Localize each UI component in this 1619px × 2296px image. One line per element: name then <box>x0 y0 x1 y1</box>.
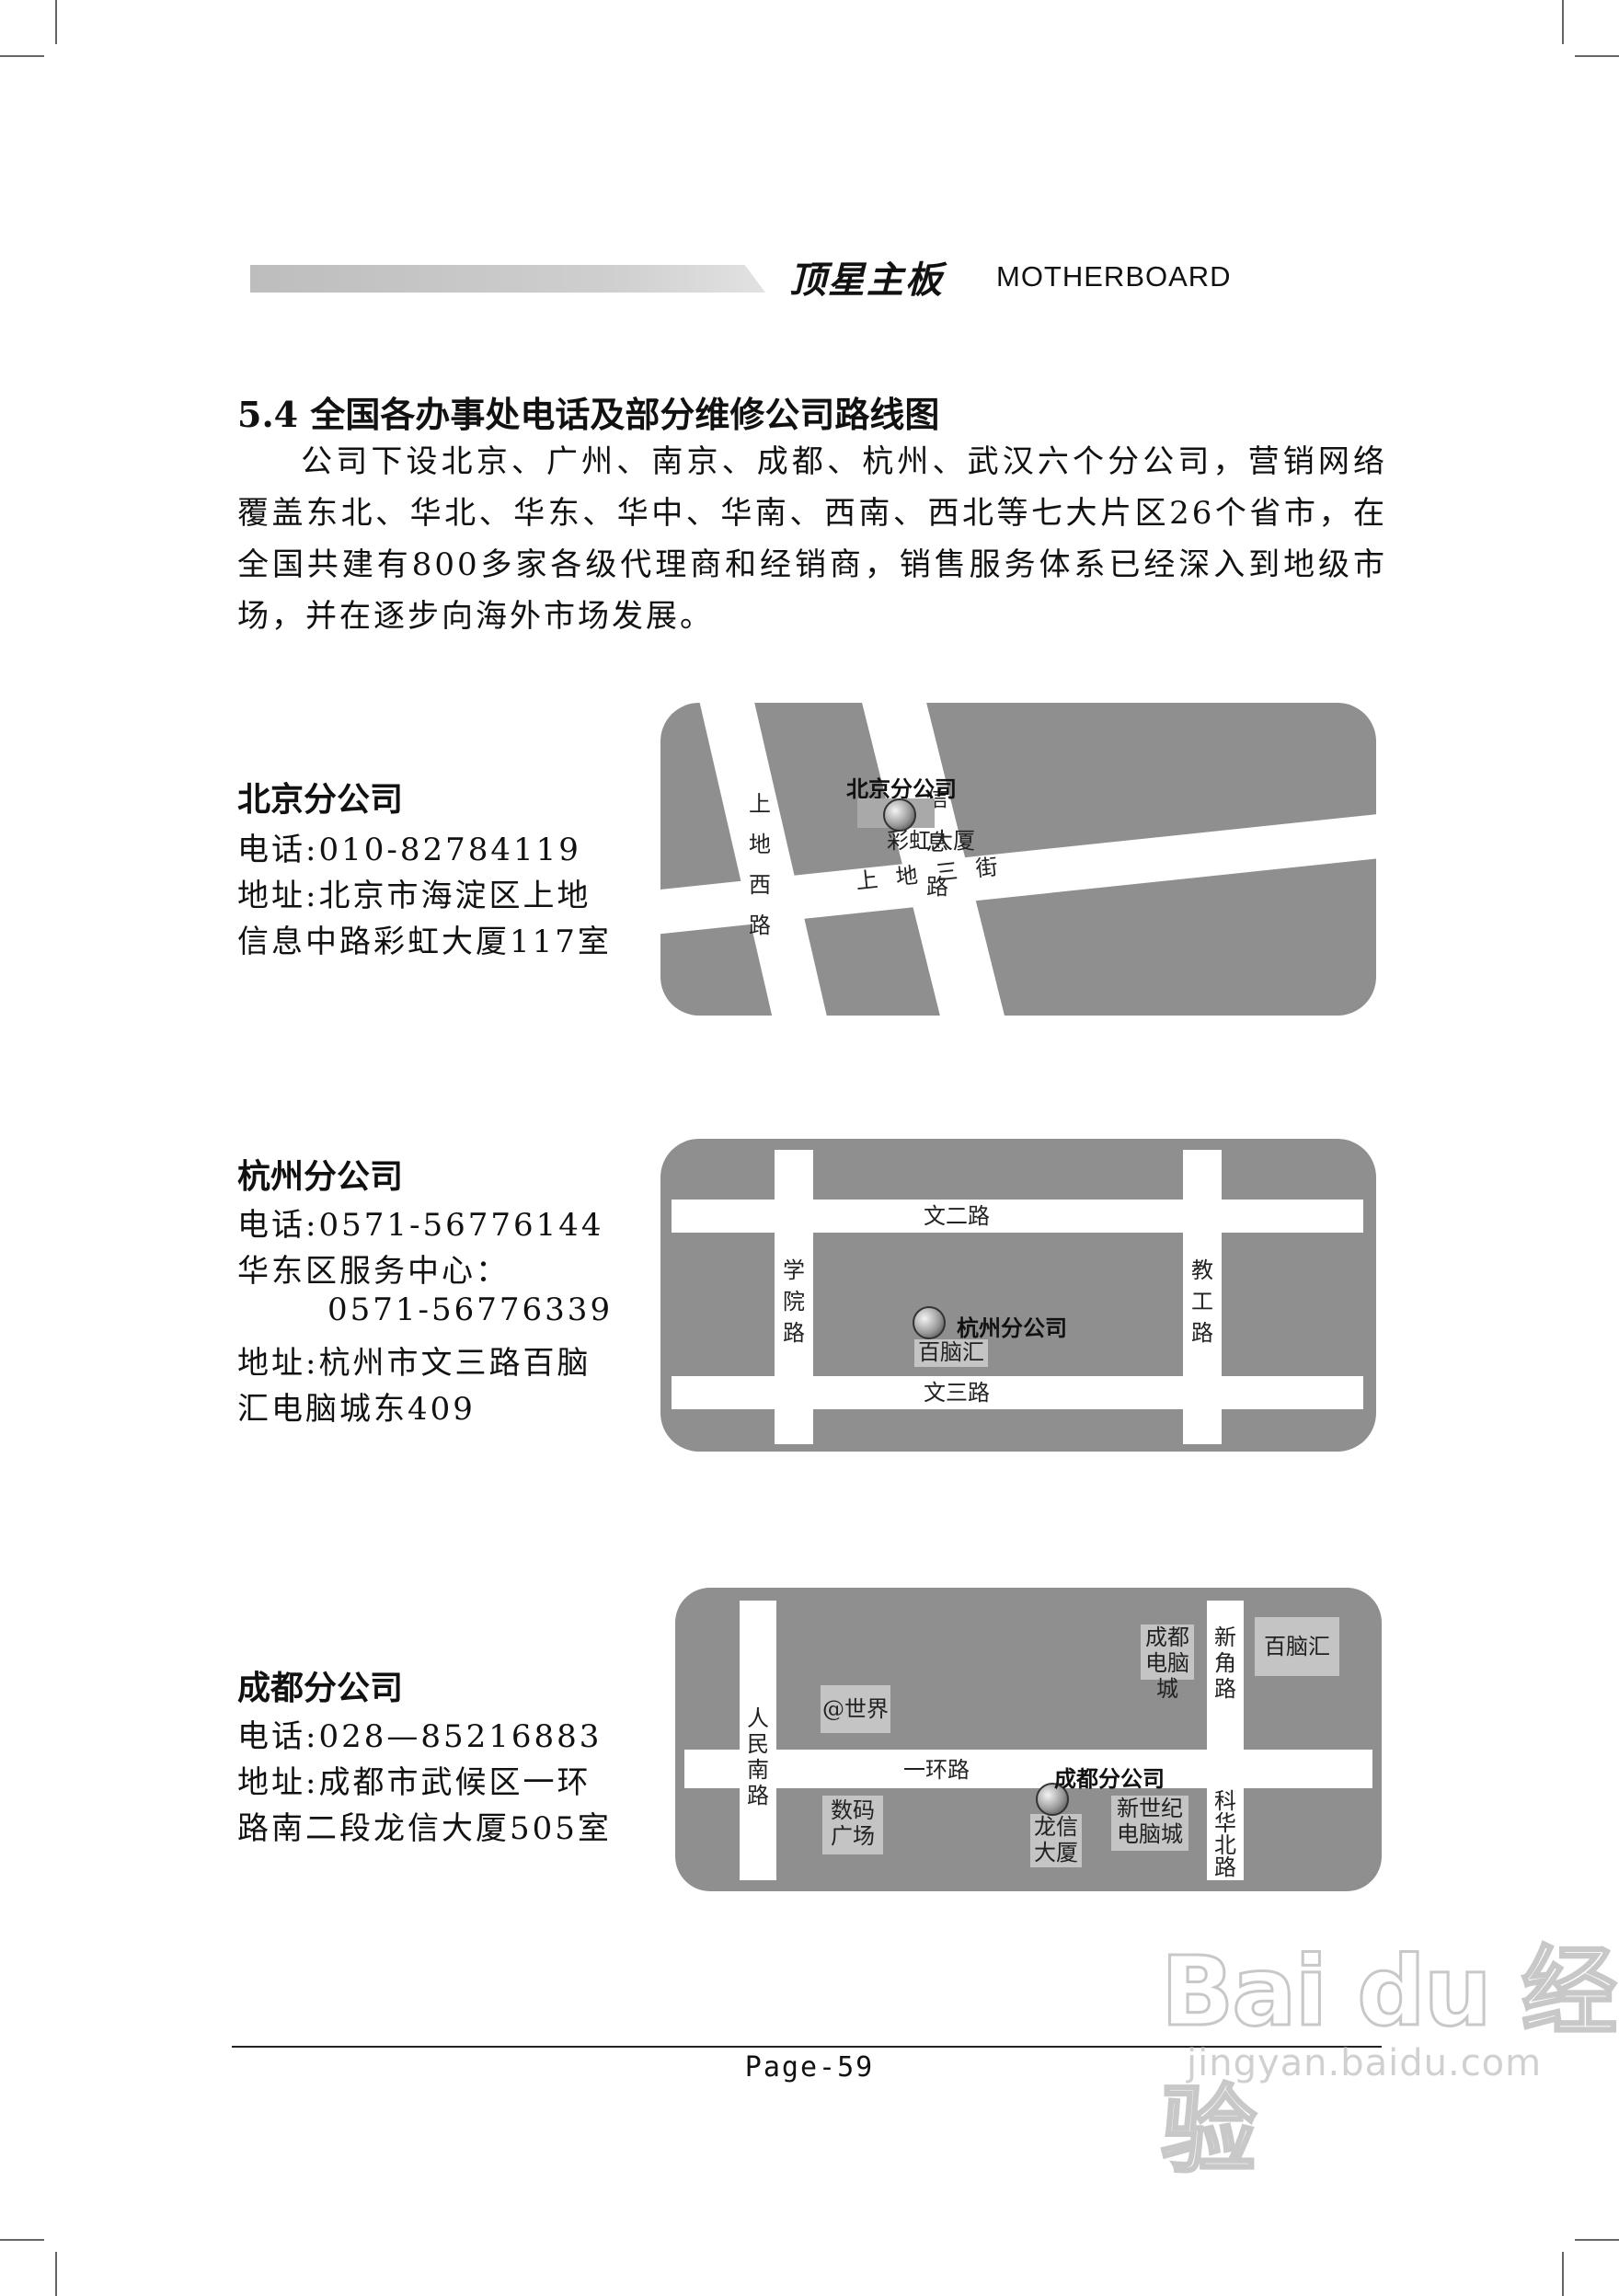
building-at-world: @世界 <box>821 1685 890 1733</box>
hangzhou-address-line-1: 地址:杭州市文三路百脑 <box>237 1345 591 1382</box>
crop-mark <box>1575 2239 1619 2241</box>
road-label-yihuan: 一环路 <box>903 1757 970 1783</box>
map-road <box>775 1150 813 1444</box>
hangzhou-map: 文二路 文三路 学院路 教工路 杭州分公司 百脑汇 <box>660 1139 1376 1452</box>
hangzhou-marker-label: 杭州分公司 <box>957 1314 1067 1341</box>
road-label-wensan: 文三路 <box>924 1380 990 1406</box>
road-label-jiaogong: 教工路 <box>1191 1257 1213 1346</box>
map-road <box>684 1750 1372 1788</box>
map-road <box>740 1601 776 1880</box>
building-bainaohui: 百脑汇 <box>1255 1617 1339 1676</box>
location-pin-icon <box>913 1306 946 1339</box>
chengdu-phone: 电话:028—85216883 <box>237 1718 603 1755</box>
building-new-century: 新世纪电脑城 <box>1111 1796 1188 1851</box>
beijing-office-name: 北京分公司 <box>237 780 404 819</box>
chengdu-marker-label: 成都分公司 <box>1054 1765 1165 1792</box>
crop-mark <box>55 2252 57 2296</box>
watermark-site: jingyan.baidu.com <box>1187 2042 1543 2084</box>
page-number: Page-59 <box>744 2051 875 2084</box>
road-label-xinjiao: 新角路 <box>1214 1624 1236 1702</box>
building-chengdu-pc-city: 成都电脑城 <box>1141 1624 1194 1702</box>
beijing-marker-label: 北京分公司 <box>846 775 957 802</box>
crop-mark <box>1562 2252 1564 2296</box>
building-digital-plaza: 数码广场 <box>822 1796 883 1854</box>
map-road <box>1207 1601 1244 1880</box>
chengdu-office-name: 成都分公司 <box>237 1669 404 1707</box>
chengdu-address-line-1: 地址:成都市武候区一环 <box>237 1764 591 1801</box>
road-label-kehua-north: 科华北路 <box>1214 1788 1236 1880</box>
chengdu-map: 人民南路 一环路 新角路 科华北路 @世界 数码广场 龙信大厦 成都分公司 新世… <box>675 1588 1382 1891</box>
hangzhou-phone: 电话:0571-56776144 <box>237 1207 604 1244</box>
watermark-logo: Bai du 经验 <box>1160 1934 1619 2188</box>
footer-rule <box>232 2046 1382 2048</box>
beijing-address-line-2: 信息中路彩虹大厦117室 <box>237 924 612 960</box>
header-bar <box>250 265 765 293</box>
location-pin-icon <box>1036 1783 1069 1816</box>
chengdu-address-line-2: 路南二段龙信大厦505室 <box>237 1810 612 1847</box>
building-label-caihong: 彩虹大厦 <box>887 828 975 854</box>
intro-paragraph: 公司下设北京、广州、南京、成都、杭州、武汉六个分公司，营销网络覆盖东北、华北、华… <box>237 436 1387 642</box>
map-road <box>1183 1150 1222 1444</box>
hangzhou-service-label: 华东区服务中心： <box>237 1253 510 1290</box>
crop-mark <box>1575 55 1619 57</box>
hangzhou-address-line-2: 汇电脑城东409 <box>237 1391 476 1428</box>
beijing-map: 上地西路 信息路 上 地 三 街 北京分公司 彩虹大厦 <box>660 703 1376 1016</box>
crop-mark <box>0 2239 44 2241</box>
intro-text: 公司下设北京、广州、南京、成都、杭州、武汉六个分公司，营销网络覆盖东北、华北、华… <box>237 443 1387 635</box>
crop-mark <box>0 55 44 57</box>
building-longxin: 龙信大厦 <box>1030 1814 1082 1867</box>
crop-mark <box>1562 0 1564 44</box>
crop-mark <box>55 0 57 44</box>
section-title: 5.4 全国各办事处电话及部分维修公司路线图 <box>237 394 940 435</box>
beijing-phone: 电话:010-82784119 <box>237 832 581 868</box>
location-pin-icon <box>883 798 916 832</box>
road-label-renmin-south: 人民南路 <box>747 1705 769 1808</box>
brand-name: 顶星主板 <box>789 259 944 302</box>
road-label-wener: 文二路 <box>924 1203 990 1229</box>
road-label-xinxi: 信息路 <box>926 786 948 900</box>
building-bainaohui: 百脑汇 <box>914 1339 988 1367</box>
road-label-xueyuan: 学院路 <box>783 1257 805 1346</box>
hangzhou-office-name: 杭州分公司 <box>237 1157 404 1196</box>
road-label-shangdi-west: 上地西路 <box>749 791 771 938</box>
hangzhou-service-phone: 0571-56776339 <box>327 1292 614 1328</box>
beijing-address-line-1: 地址:北京市海淀区上地 <box>237 878 591 914</box>
brand-subtitle: MOTHERBOARD <box>996 260 1232 293</box>
